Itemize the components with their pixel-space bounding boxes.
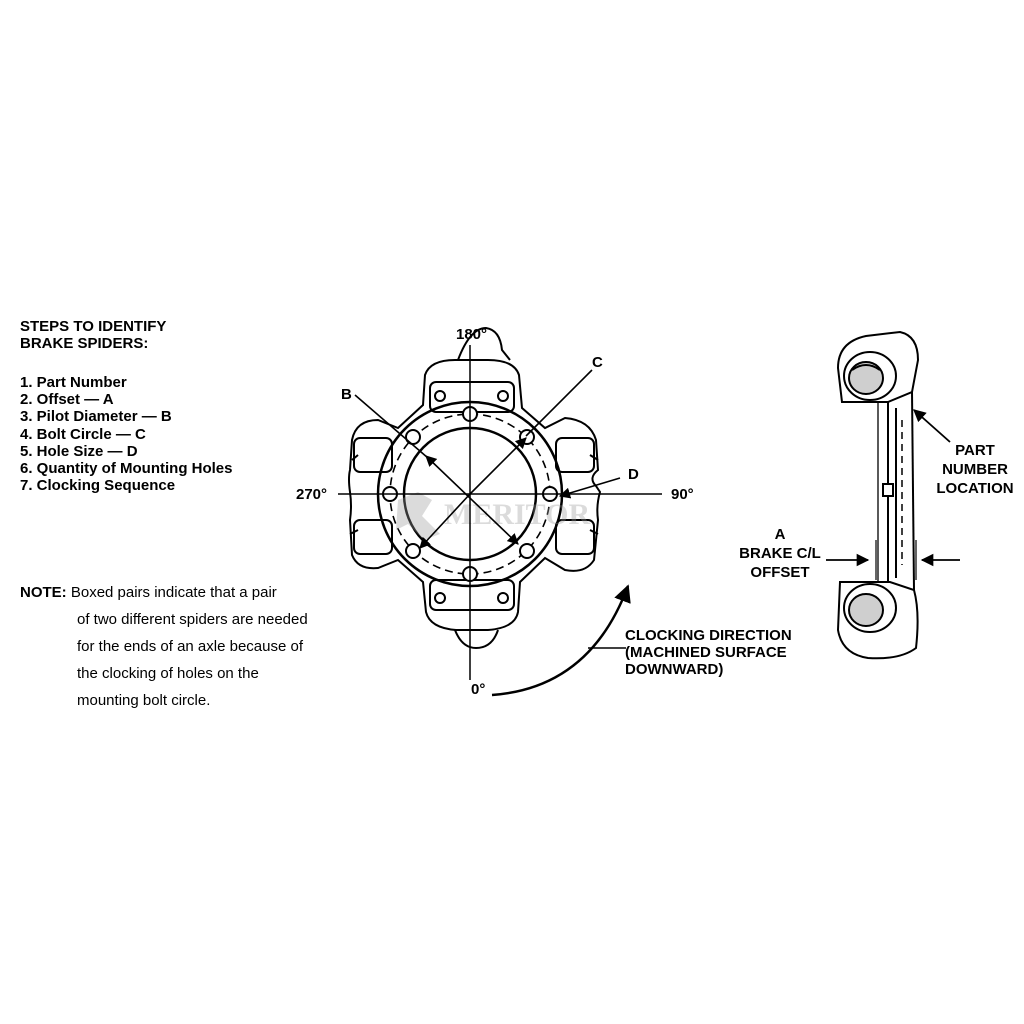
clocking-line: DOWNWARD) (625, 661, 724, 678)
step-item: 4. Bolt Circle — C (20, 425, 146, 443)
note-first-line: NOTE: Boxed pairs indicate that a pair (20, 579, 308, 606)
callout-d-label: D (628, 466, 639, 483)
offset-line: OFFSET (750, 564, 810, 581)
step-item: 7. Clocking Sequence (20, 477, 176, 495)
note-text: Boxed pairs indicate that a pair (70, 584, 277, 601)
clocking-direction-label: CLOCKING DIRECTION (MACHINED SURFACE DOW… (625, 627, 792, 678)
angle-label-90: 90° (671, 486, 694, 503)
offset-dimension (826, 540, 960, 580)
step-item: 3. Pilot Diameter — B (20, 408, 172, 426)
spider-side-view (836, 330, 920, 660)
offset-line: BRAKE C/L (739, 545, 821, 562)
steps-title: STEPS TO IDENTIFY BRAKE SPIDERS: (20, 318, 166, 352)
brake-offset-label: A BRAKE C/L OFFSET (728, 525, 832, 582)
clocking-line: (MACHINED SURFACE (625, 644, 787, 661)
step-item: 6. Quantity of Mounting Holes (20, 460, 233, 478)
part-number-line: LOCATION (936, 480, 1014, 497)
step-item: 2. Offset — A (20, 391, 114, 409)
note-line: mounting bolt circle. (77, 692, 211, 709)
watermark-text: MERITOR (444, 498, 590, 531)
clocking-direction-arrow (491, 584, 631, 697)
offset-line: A (774, 526, 786, 543)
steps-list: 1. Part Number 2. Offset — A 3. Pilot Di… (20, 374, 233, 494)
angle-label-180: 180° (456, 326, 488, 343)
angle-label-0: 0° (471, 681, 486, 698)
clocking-line: CLOCKING DIRECTION (625, 627, 792, 644)
note-line: of two different spiders are needed (77, 611, 308, 628)
step-item: 1. Part Number (20, 374, 127, 391)
note-line: the clocking of holes on the (77, 665, 259, 682)
steps-title-line-2: BRAKE SPIDERS: (20, 335, 149, 352)
step-item: 5. Hole Size — D (20, 442, 138, 460)
part-number-line: NUMBER (942, 461, 1008, 478)
callout-b-label: B (341, 386, 352, 403)
steps-title-line-1: STEPS TO IDENTIFY (20, 318, 167, 335)
angle-label-270: 270° (296, 486, 328, 503)
spider-front-view (348, 326, 602, 650)
pilot-diameter-dimension (354, 394, 519, 549)
part-number-line: PART (955, 442, 995, 459)
note-label: NOTE: (20, 584, 67, 601)
note-line: for the ends of an axle because of (77, 638, 303, 655)
part-number-location-label: PART NUMBER LOCATION (930, 441, 1020, 498)
callout-c-label: C (592, 354, 603, 371)
part-number-arrow (913, 409, 951, 443)
hole-size-dimension (558, 477, 621, 499)
note-block: NOTE: Boxed pairs indicate that a pair o… (20, 579, 308, 714)
bolt-circle-dimension (469, 369, 593, 495)
